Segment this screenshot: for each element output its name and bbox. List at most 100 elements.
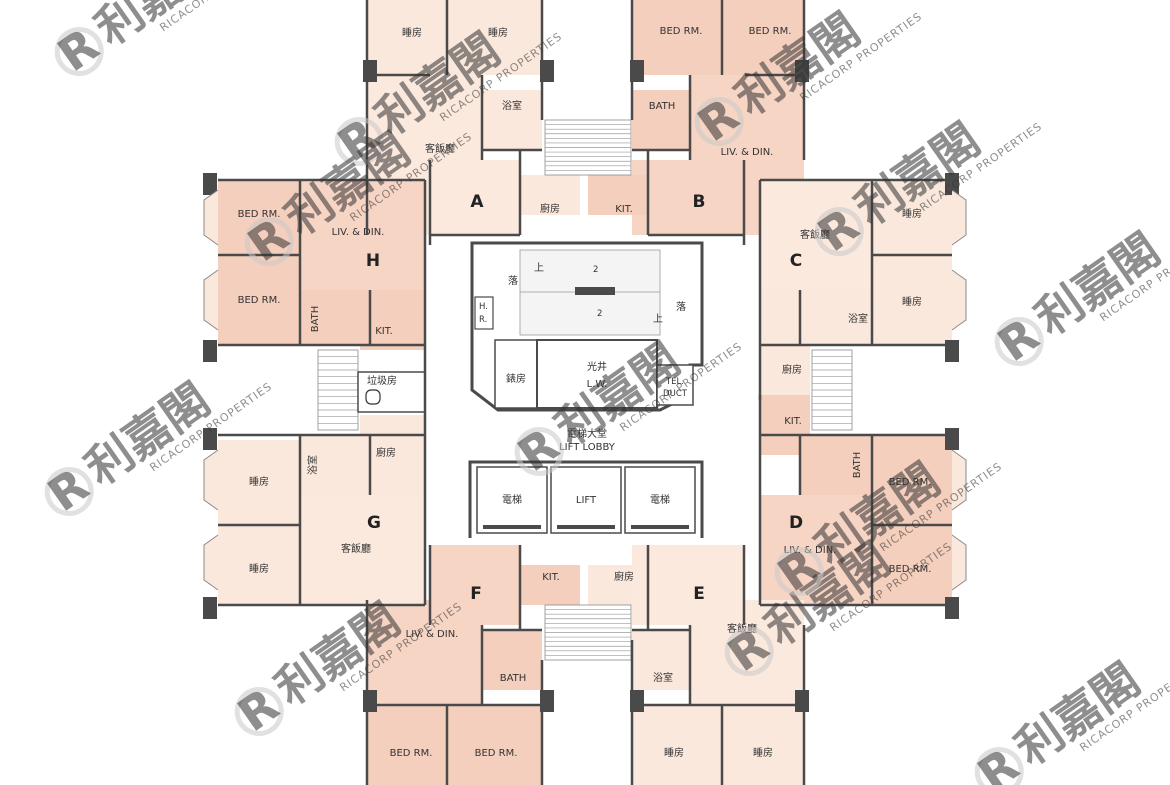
unit-h-bedroom-2-label: BED RM. [238, 295, 281, 306]
unit-b: BED RM. BED RM. BATH LIV. & DIN. KIT. B [588, 0, 804, 235]
stair-top [544, 119, 632, 176]
structural-column [540, 690, 554, 712]
watermark-mark-ring [244, 216, 294, 266]
unit-g-bedroom-2 [218, 525, 300, 605]
structural-column [795, 690, 809, 712]
tel-duct-label-2: DUCT [663, 389, 688, 399]
structural-column [203, 173, 217, 195]
watermark-mark-ring [724, 626, 774, 676]
staircases [317, 119, 853, 661]
hose-reel-label-1: H. [479, 302, 488, 312]
bay-window [203, 189, 219, 246]
unit-b-bath-label: BATH [649, 101, 676, 112]
watermark-mark-ring [774, 546, 824, 596]
unit-e-bath-label: 浴室 [653, 671, 673, 684]
lift-lobby-label-en: LIFT LOBBY [559, 442, 616, 453]
structural-column [363, 690, 377, 712]
structural-column [945, 173, 959, 195]
unit-h-kitchen-label: KIT. [375, 326, 393, 337]
light-well-label-zh: 光井 [587, 360, 607, 373]
tel-duct-label-1: TEL. [665, 377, 684, 387]
lift-2-label: LIFT [576, 495, 597, 506]
unit-a-bedroom-1-label: 睡房 [402, 26, 422, 39]
unit-g-bedroom-2-label: 睡房 [249, 562, 269, 575]
unit-g-bath-label: 浴室 [306, 455, 319, 475]
unit-a-bedroom-2 [447, 0, 543, 75]
lift-1-label: 電梯 [502, 493, 522, 506]
stair-down-label-1: 落 [508, 275, 518, 287]
unit-f-bedroom-1-label: BED RM. [390, 748, 433, 759]
unit-b-bedroom-2 [722, 0, 804, 75]
light-well-label-en: L.W. [587, 379, 608, 390]
stair-down-label-2: 落 [676, 301, 686, 313]
structural-column [630, 690, 644, 712]
structural-column [363, 60, 377, 82]
bay-window [951, 449, 967, 511]
bay-window [203, 449, 219, 511]
lift-1-shaft [476, 466, 548, 534]
lift-lobby-label-zh: 電梯大堂 [567, 427, 607, 440]
structural-column [945, 597, 959, 619]
unit-h-bath-label: BATH [310, 306, 321, 333]
central-core: 上 落 落 上 2 2 H. R. 錶房 光井 L.W. TEL. DUCT 垃… [357, 241, 745, 540]
unit-c-letter: C [790, 251, 802, 271]
refuse-room-label: 垃圾房 [367, 374, 397, 387]
bay-window [203, 534, 219, 591]
unit-d-letter: D [789, 513, 803, 533]
unit-h-bedroom-1-label: BED RM. [238, 209, 281, 220]
watermark-mark-ring [994, 316, 1044, 366]
unit-a-bedroom-1 [367, 0, 447, 75]
unit-b-bedroom-2-label: BED RM. [749, 26, 792, 37]
unit-d-kitchen-label: KIT. [784, 416, 802, 427]
structural-column [203, 597, 217, 619]
unit-b-bedroom-1-label: BED RM. [660, 26, 703, 37]
unit-c-bedroom-1-label: 睡房 [902, 207, 922, 220]
unit-d-bath [800, 435, 872, 495]
unit-b-bath [632, 90, 692, 150]
unit-f-bedroom-1 [367, 705, 447, 785]
watermark-mark-ring [234, 686, 284, 736]
stair-bottom [544, 604, 632, 661]
structural-column [945, 340, 959, 362]
unit-c-bath-label: 浴室 [848, 312, 868, 325]
structural-column [630, 60, 644, 82]
unit-b-kitchen [588, 175, 648, 215]
lift-2-shaft [550, 466, 622, 534]
bay-window [203, 269, 219, 331]
stair-up-label-1: 上 [534, 262, 544, 274]
unit-a-living-label: 客飯廳 [425, 142, 455, 155]
unit-c: 客飯廳 睡房 睡房 浴室 廚房 C [760, 180, 952, 400]
unit-c-bedroom-2-label: 睡房 [902, 295, 922, 308]
unit-d: KIT. BATH LIV. & DIN. BED RM. BED RM. D [760, 395, 952, 605]
unit-a: 睡房 睡房 浴室 客飯廳 廚房 A [367, 0, 580, 235]
hose-reel [474, 296, 494, 330]
bay-window [951, 534, 967, 591]
structural-column [795, 60, 809, 82]
unit-f-kitchen [520, 565, 580, 605]
bay-window [951, 189, 967, 246]
unit-e: 廚房 客飯廳 浴室 睡房 睡房 E [588, 545, 804, 785]
watermark-logo-text: 利嘉閣 [86, 0, 230, 56]
unit-e-bath [632, 630, 692, 690]
unit-g: 浴室 廚房 客飯廳 睡房 睡房 G [218, 415, 425, 605]
unit-g-bedroom-1 [218, 440, 300, 525]
watermark-mark-ring [44, 466, 94, 516]
watermark-mark-ring [694, 96, 744, 146]
unit-h: BED RM. BED RM. LIV. & DIN. BATH KIT. H [218, 180, 425, 350]
meter-room-label: 錶房 [506, 372, 526, 385]
lift-3-label: 電梯 [650, 493, 670, 506]
watermark-mark-ring [514, 426, 564, 476]
unit-e-kitchen-label: 廚房 [614, 570, 634, 583]
unit-g-letter: G [367, 513, 381, 533]
unit-a-kitchen [520, 175, 580, 215]
unit-g-living [300, 495, 425, 605]
refuse-room [357, 371, 426, 413]
unit-d-bedroom-1 [872, 435, 952, 525]
unit-f-bedroom-2 [447, 705, 543, 785]
unit-f-kitchen-label: KIT. [542, 572, 560, 583]
unit-a-kitchen-label: 廚房 [540, 202, 560, 215]
